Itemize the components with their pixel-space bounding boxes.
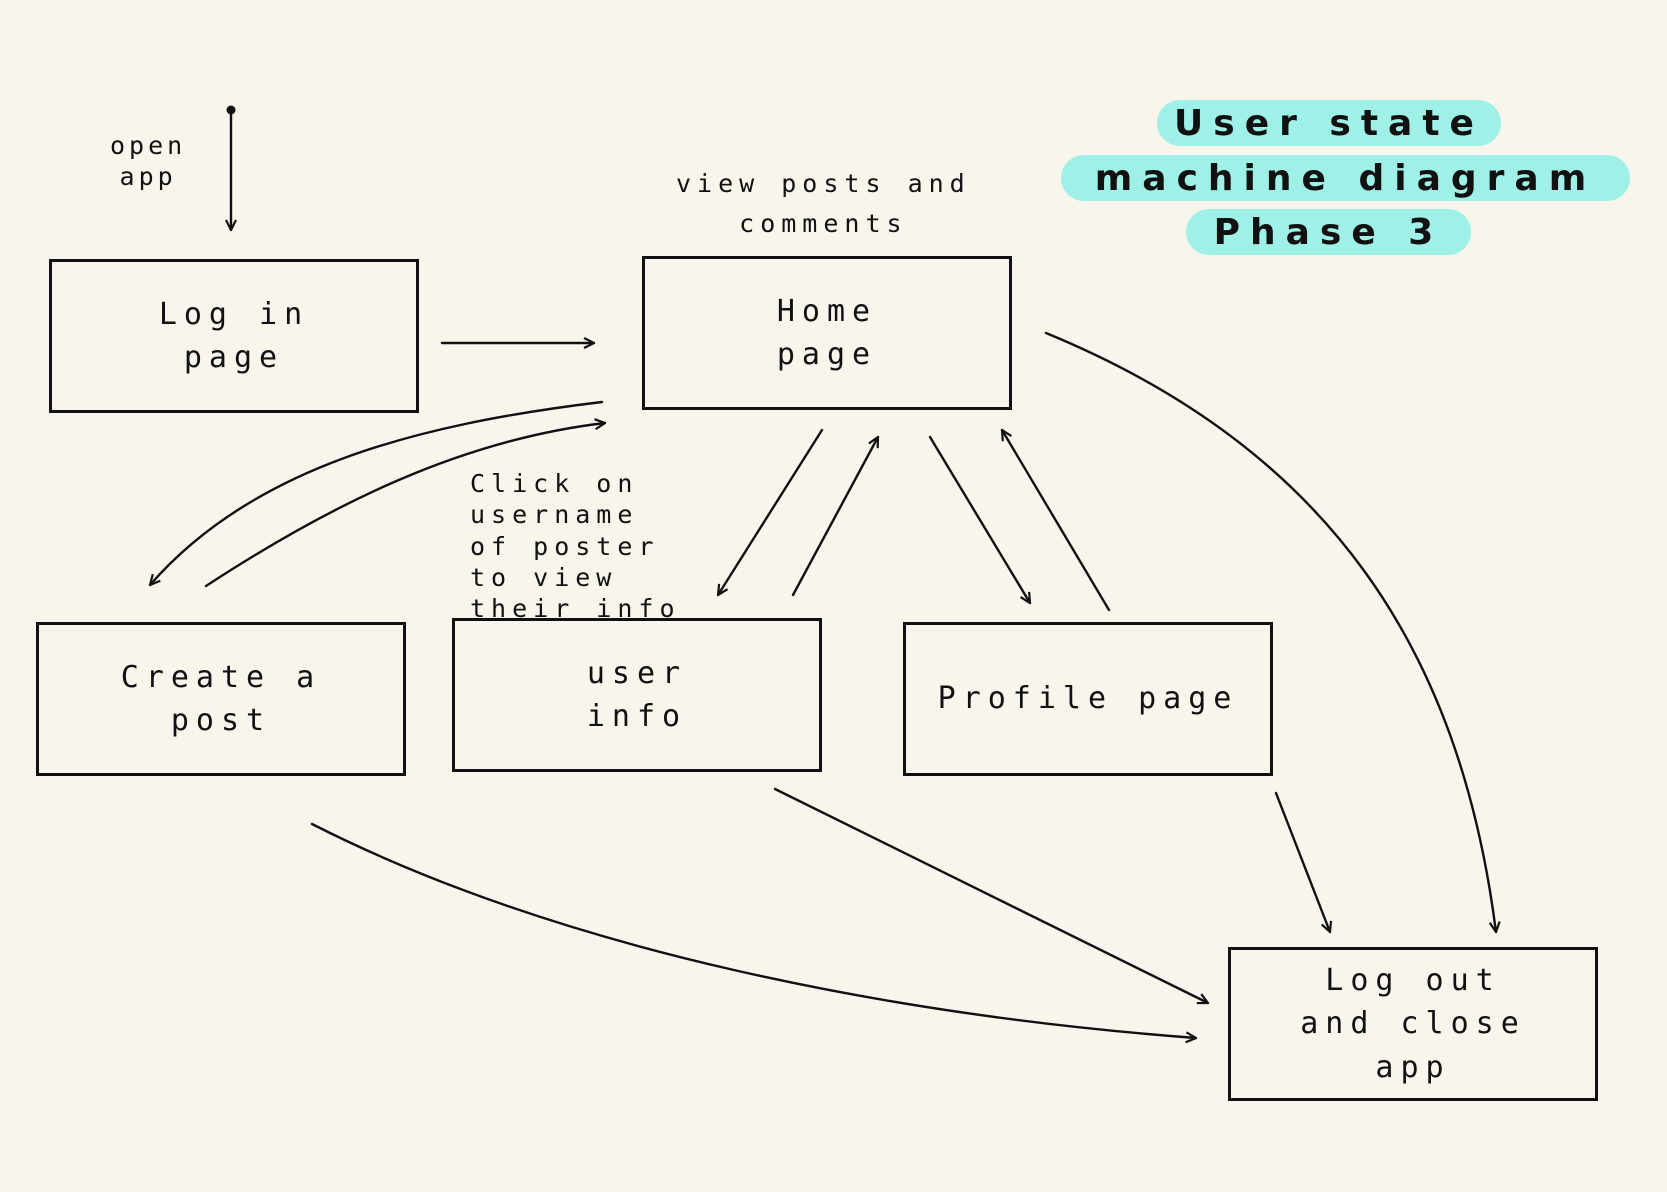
state-login-page: Log in page [49,259,419,413]
state-create-post: Create a post [36,622,406,776]
title-line-1-text: User state [1174,102,1484,144]
edge-home-to-create-post [150,400,604,585]
title-line-3: Phase 3 [1186,209,1471,255]
edge-profile-to-logout [1274,791,1330,932]
state-home-page: Home page [642,256,1012,410]
edge-home-to-logout [1044,331,1496,932]
note-click-username: Click on username of poster to view thei… [470,469,681,623]
title-line-2-text: machine diagram [1094,157,1597,199]
edge-user-info-to-logout [773,787,1208,1005]
state-logout: Log out and close app [1228,947,1598,1101]
note-view-posts: view posts and comments [676,169,971,238]
edge-create-post-to-home [204,423,605,588]
title-line-3-text: Phase 3 [1213,211,1444,253]
edge-create-post-to-logout [310,822,1196,1038]
edge-profile-to-home [1002,430,1111,612]
title-line-2: machine diagram [1061,155,1630,201]
state-profile-page: Profile page [903,622,1273,776]
edge-user-info-to-home [791,437,880,597]
note-open-app: open app [110,131,187,192]
edge-home-to-user-info [718,428,824,595]
title-line-1: User state [1157,100,1501,146]
edge-home-to-profile [928,435,1030,603]
initial-node [226,105,236,115]
state-user-info: user info [452,618,822,772]
